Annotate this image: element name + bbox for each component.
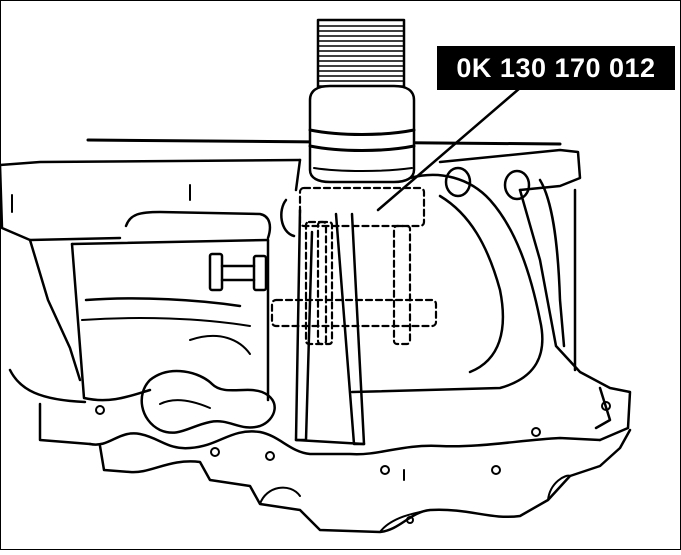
leader-line — [378, 88, 520, 210]
part-number-label: 0K 130 170 012 — [437, 46, 675, 90]
transmission-housing — [0, 140, 630, 444]
spool-fitting — [210, 254, 266, 290]
hidden-tool-outline — [272, 188, 436, 344]
special-tool — [310, 20, 414, 182]
oil-pan — [72, 212, 275, 433]
bottom-flange — [90, 402, 630, 532]
